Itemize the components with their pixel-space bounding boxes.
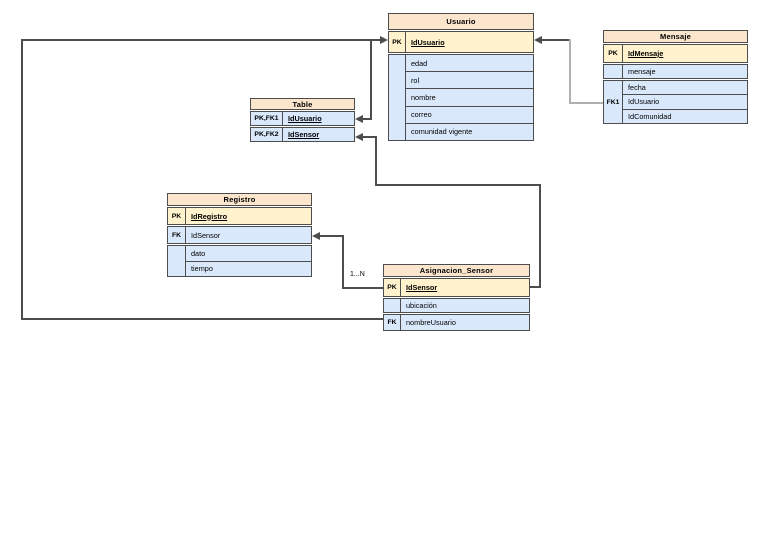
entity-mensaje[interactable]: Mensaje PK IdMensaje mensaje FK1 fecha I… bbox=[603, 30, 748, 124]
key-label: PK,FK1 bbox=[251, 112, 283, 125]
field-row: IdUsuario bbox=[411, 37, 445, 47]
field-row: dato bbox=[191, 248, 206, 258]
edge-usuario-asignacion-top bbox=[22, 39, 381, 41]
edge-usuario-table-horizontal bbox=[362, 118, 372, 120]
field-row: nombreUsuario bbox=[406, 318, 456, 327]
field-row: comunidad vigente bbox=[406, 122, 533, 140]
entity-registro-title: Registro bbox=[167, 193, 312, 206]
arrowhead-into-table-idusuario-icon bbox=[355, 115, 363, 123]
edge-mensaje-usuario-seg2 bbox=[569, 39, 571, 104]
key-label: FK bbox=[384, 315, 401, 330]
field-row: IdUsuario bbox=[623, 94, 747, 108]
mensaje-fk-group: FK1 fecha IdUsuario IdComunidad bbox=[603, 80, 748, 124]
registro-fk-group: FK IdSensor bbox=[167, 226, 312, 244]
edge-registro-asignacion-seg3 bbox=[342, 287, 383, 289]
key-label: PK bbox=[604, 45, 623, 62]
usuario-fields-group: edad rol nombre correo comunidad vigente bbox=[388, 54, 534, 141]
entity-registro[interactable]: Registro PK IdRegistro FK IdSensor dato … bbox=[167, 193, 312, 277]
edge-table-asignacion-seg2 bbox=[375, 136, 377, 186]
key-label bbox=[168, 246, 186, 276]
edge-registro-asignacion-seg1 bbox=[319, 235, 344, 237]
asignacion-fk-group: FK nombreUsuario bbox=[383, 314, 530, 331]
asignacion-pk-group: PK IdSensor bbox=[383, 278, 530, 297]
field-row: IdComunidad bbox=[623, 108, 747, 123]
key-label: PK bbox=[389, 32, 406, 52]
arrowhead-into-usuario-right-icon bbox=[534, 36, 542, 44]
table-key1-group: PK,FK1 IdUsuario bbox=[250, 111, 355, 126]
cardinality-label: 1...N bbox=[348, 271, 367, 278]
field-row: ubicación bbox=[406, 301, 437, 310]
field-row: IdSensor bbox=[191, 230, 221, 240]
field-row: tiempo bbox=[186, 260, 311, 277]
entity-usuario-title: Usuario bbox=[388, 13, 534, 30]
registro-pk-group: PK IdRegistro bbox=[167, 207, 312, 225]
key-label bbox=[604, 65, 623, 78]
key-label: PK bbox=[168, 208, 186, 224]
arrowhead-into-table-idsensor-icon bbox=[355, 133, 363, 141]
key-label: FK bbox=[168, 227, 186, 243]
field-row: nombre bbox=[406, 88, 533, 105]
mensaje-field-group: mensaje bbox=[603, 64, 748, 79]
edge-usuario-table-vertical bbox=[370, 40, 372, 120]
field-row: rol bbox=[406, 71, 533, 88]
edge-usuario-asignacion-bottom bbox=[21, 318, 383, 320]
field-row: fecha bbox=[628, 83, 646, 93]
field-row: IdSensor bbox=[288, 130, 320, 139]
edge-table-asignacion-seg1 bbox=[362, 136, 377, 138]
entity-asignacion-sensor[interactable]: Asignacion_Sensor PK IdSensor ubicación … bbox=[383, 264, 530, 331]
field-row: IdMensaje bbox=[628, 49, 664, 58]
edge-mensaje-usuario-seg1 bbox=[541, 39, 571, 41]
entity-asignacion-sensor-title: Asignacion_Sensor bbox=[383, 264, 530, 277]
usuario-pk-group: PK IdUsuario bbox=[388, 31, 534, 53]
field-row: correo bbox=[406, 105, 533, 123]
edge-mensaje-usuario-seg3 bbox=[569, 102, 603, 104]
entity-usuario[interactable]: Usuario PK IdUsuario edad rol nombre cor… bbox=[388, 13, 534, 141]
key-label bbox=[384, 299, 401, 312]
entity-table[interactable]: Table PK,FK1 IdUsuario PK,FK2 IdSensor bbox=[250, 98, 355, 142]
table-key2-group: PK,FK2 IdSensor bbox=[250, 127, 355, 142]
key-label: PK,FK2 bbox=[251, 128, 283, 141]
asignacion-field-group: ubicación bbox=[383, 298, 530, 313]
edge-usuario-asignacion-left bbox=[21, 39, 23, 320]
edge-table-asignacion-seg4 bbox=[539, 184, 541, 288]
field-row: IdRegistro bbox=[191, 211, 228, 221]
entity-mensaje-title: Mensaje bbox=[603, 30, 748, 43]
edge-table-asignacion-seg3 bbox=[375, 184, 541, 186]
entity-table-title: Table bbox=[250, 98, 355, 110]
edge-registro-asignacion-seg2 bbox=[342, 235, 344, 289]
registro-fields-group: dato tiempo bbox=[167, 245, 312, 277]
mensaje-pk-group: PK IdMensaje bbox=[603, 44, 748, 63]
arrowhead-into-registro-idsensor-icon bbox=[312, 232, 320, 240]
edge-table-asignacion-seg5 bbox=[529, 286, 541, 288]
field-row: IdSensor bbox=[406, 283, 438, 292]
key-label: FK1 bbox=[604, 81, 623, 123]
key-label: PK bbox=[384, 279, 401, 296]
field-row: IdUsuario bbox=[288, 114, 322, 123]
field-row: edad bbox=[411, 58, 428, 68]
field-row: mensaje bbox=[628, 67, 656, 76]
arrowhead-into-usuario-left-icon bbox=[380, 36, 388, 44]
key-label bbox=[389, 55, 406, 140]
